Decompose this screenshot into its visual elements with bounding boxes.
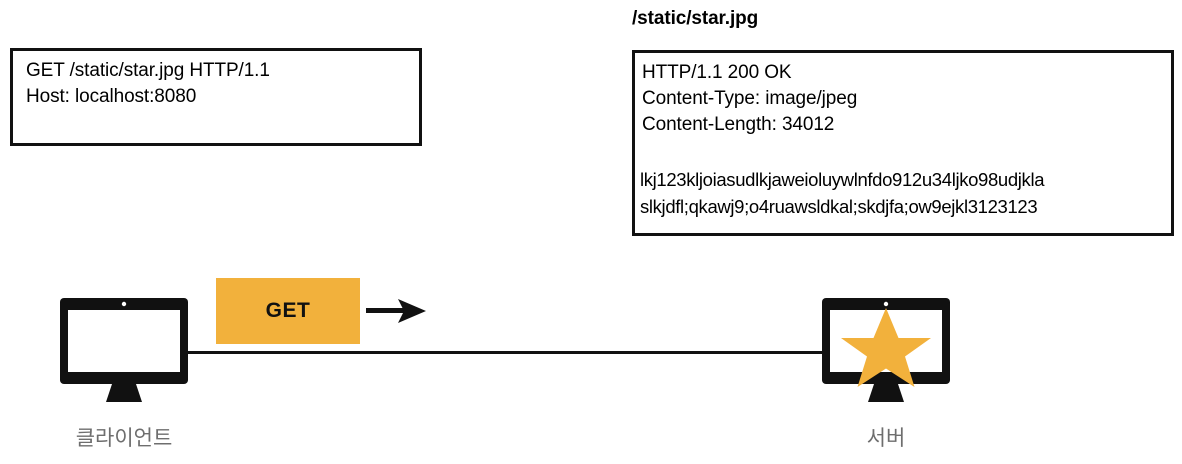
http-request-box xyxy=(10,48,422,146)
client-caption: 클라이언트 xyxy=(75,427,173,450)
http-response-body: lkj123kljoiasudlkjaweioluywlnfdo912u34lj… xyxy=(640,169,1045,217)
get-method-label: GET xyxy=(265,299,311,322)
http-response-headers: HTTP/1.1 200 OK Content-Type: image/jpeg… xyxy=(642,62,858,135)
star-icon xyxy=(841,308,931,387)
server-monitor-icon xyxy=(822,298,950,402)
get-method-box: GET xyxy=(216,278,360,344)
client-monitor-icon xyxy=(60,298,188,402)
network-connection-line xyxy=(185,351,845,354)
http-request-text: GET /static/star.jpg HTTP/1.1 Host: loca… xyxy=(26,60,270,107)
server-caption: 서버 xyxy=(866,427,906,450)
response-resource-title: /static/star.jpg xyxy=(632,8,759,29)
request-direction-arrow-icon xyxy=(366,295,428,327)
http-response-box xyxy=(632,50,1174,236)
